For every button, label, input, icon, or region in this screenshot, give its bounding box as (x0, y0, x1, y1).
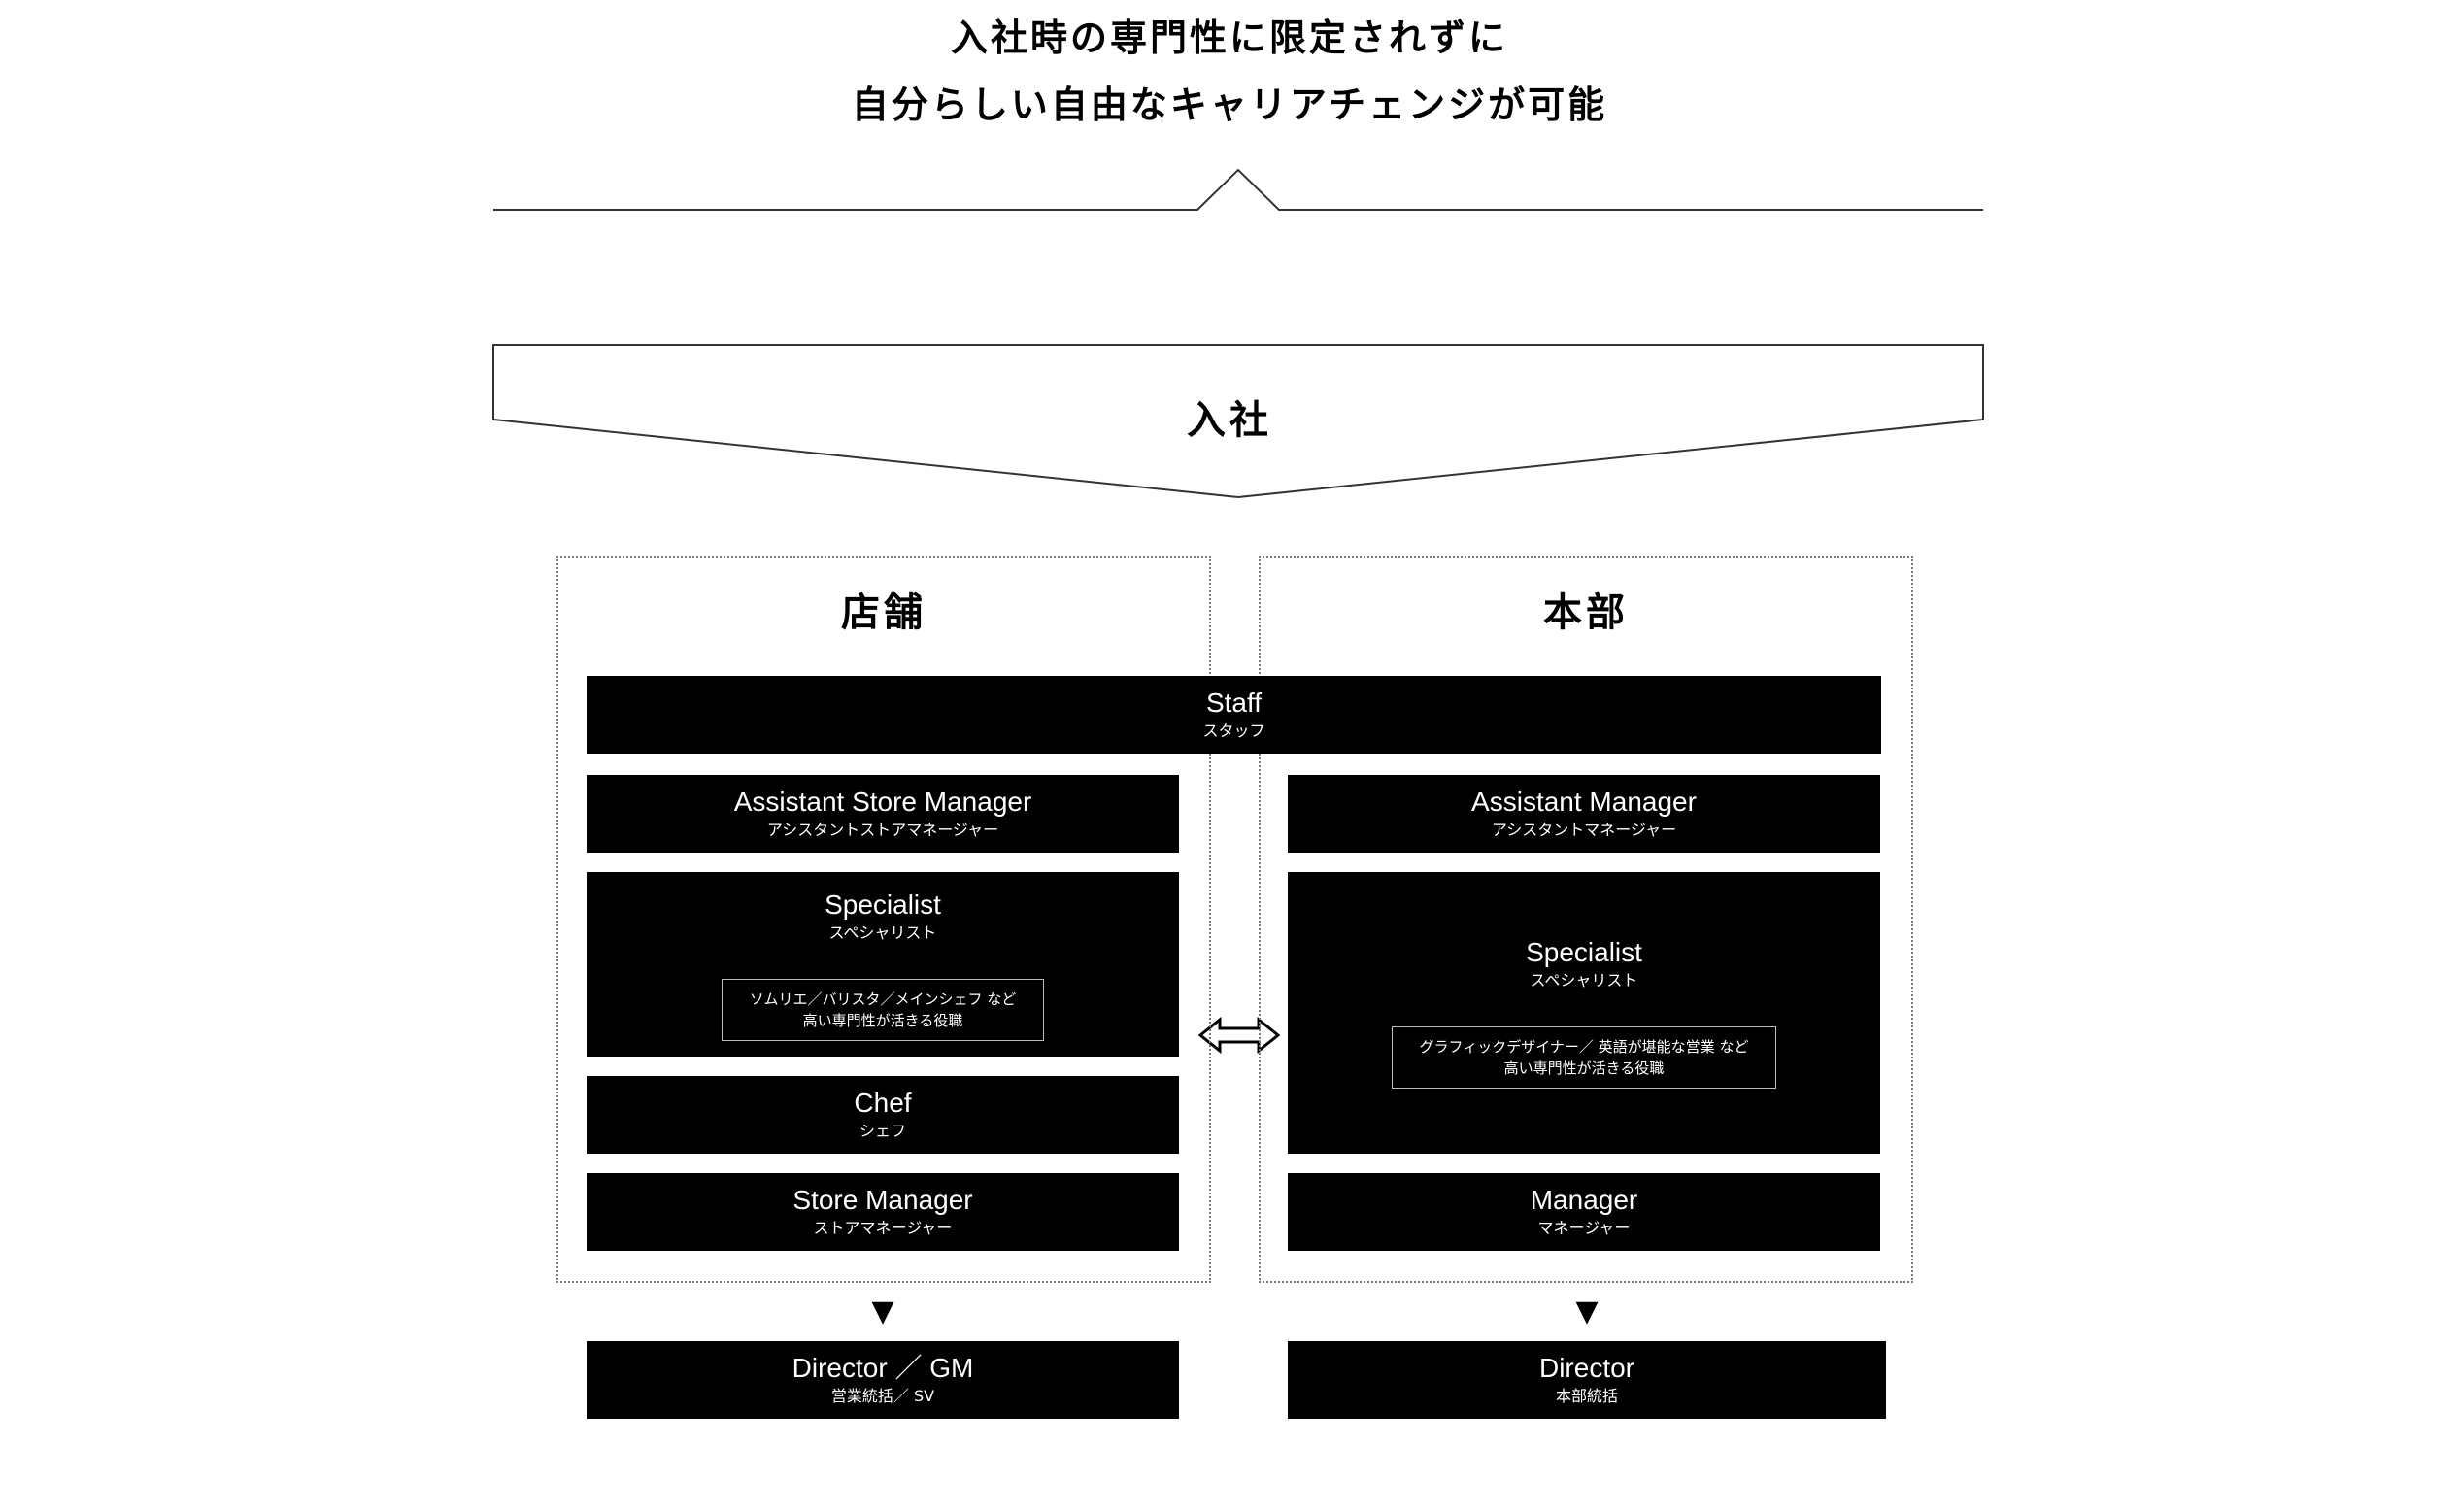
role-assistant-manager: Assistant Manager アシスタントマネージャー (1288, 775, 1880, 853)
role-mgr-ja: マネージャー (1537, 1219, 1631, 1237)
role-manager: Manager マネージャー (1288, 1173, 1880, 1251)
down-arrow-icon: ▼ (871, 1294, 894, 1328)
role-spec-hq-note-line1: グラフィックデザイナー／ 英語が堪能な営業 など (1419, 1038, 1749, 1056)
role-spec-hq-ja: スペシャリスト (1530, 971, 1638, 990)
role-dir-hq-ja: 本部統括 (1555, 1387, 1618, 1405)
role-director-store: Director ／ GM 営業統括／ SV (587, 1341, 1179, 1419)
role-director-hq: Director 本部統括 (1288, 1341, 1886, 1419)
role-assistant-store-manager: Assistant Store Manager アシスタントストアマネージャー (587, 775, 1179, 853)
role-staff-en: Staff (1205, 688, 1263, 718)
headline-line-1: 入社時の専門性に限定されずに (950, 17, 1508, 59)
role-spec-store-ja: スペシャリスト (828, 924, 937, 942)
store-column-title: 店舗 (841, 590, 926, 635)
role-mgr-en: Manager (1530, 1185, 1638, 1215)
role-am-ja: アシスタントマネージャー (1491, 821, 1677, 839)
entry-label: 入社 (1187, 398, 1272, 443)
role-spec-hq-note-line2: 高い専門性が活きる役職 (1503, 1059, 1665, 1077)
role-dir-hq-en: Director (1538, 1353, 1634, 1383)
hq-column-title: 本部 (1543, 590, 1629, 635)
role-dir-store-ja: 営業統括／ SV (830, 1387, 935, 1405)
down-arrow-icon: ▼ (1575, 1294, 1599, 1328)
role-sm-ja: ストアマネージャー (813, 1219, 953, 1237)
role-spec-store-note: ソムリエ／バリスタ／メインシェフ など 高い専門性が活きる役職 (721, 979, 1045, 1041)
role-chef: Chef シェフ (587, 1076, 1179, 1154)
role-asm-en: Assistant Store Manager (733, 787, 1032, 817)
role-spec-hq-en: Specialist (1526, 937, 1642, 967)
role-specialist-hq: Specialist スペシャリスト グラフィックデザイナー／ 英語が堪能な営業… (1288, 872, 1880, 1154)
role-staff: Staff スタッフ (587, 676, 1881, 754)
role-chef-ja: シェフ (859, 1122, 906, 1140)
role-staff-ja: スタッフ (1202, 722, 1265, 740)
hq-column-frame (1259, 556, 1913, 1283)
role-spec-store-en: Specialist (825, 890, 941, 920)
role-spec-hq-note: グラフィックデザイナー／ 英語が堪能な営業 など 高い専門性が活きる役職 (1391, 1026, 1777, 1089)
role-spec-store-note-line1: ソムリエ／バリスタ／メインシェフ など (749, 991, 1017, 1008)
headline-line-2: 自分らしい自由なキャリアチェンジが可能 (851, 84, 1608, 126)
role-chef-en: Chef (854, 1088, 912, 1118)
role-dir-store-en: Director ／ GM (792, 1353, 974, 1383)
role-spec-store-note-line2: 高い専門性が活きる役職 (802, 1012, 963, 1029)
role-store-manager: Store Manager ストアマネージャー (587, 1173, 1179, 1251)
headline-divider (493, 168, 1983, 211)
role-asm-ja: アシスタントストアマネージャー (766, 821, 999, 839)
entry-banner-shape (492, 344, 1984, 499)
role-specialist-store: Specialist スペシャリスト ソムリエ／バリスタ／メインシェフ など 高… (587, 872, 1179, 1057)
role-am-en: Assistant Manager (1471, 787, 1697, 817)
role-sm-en: Store Manager (792, 1185, 973, 1215)
store-column-frame (556, 556, 1211, 1283)
